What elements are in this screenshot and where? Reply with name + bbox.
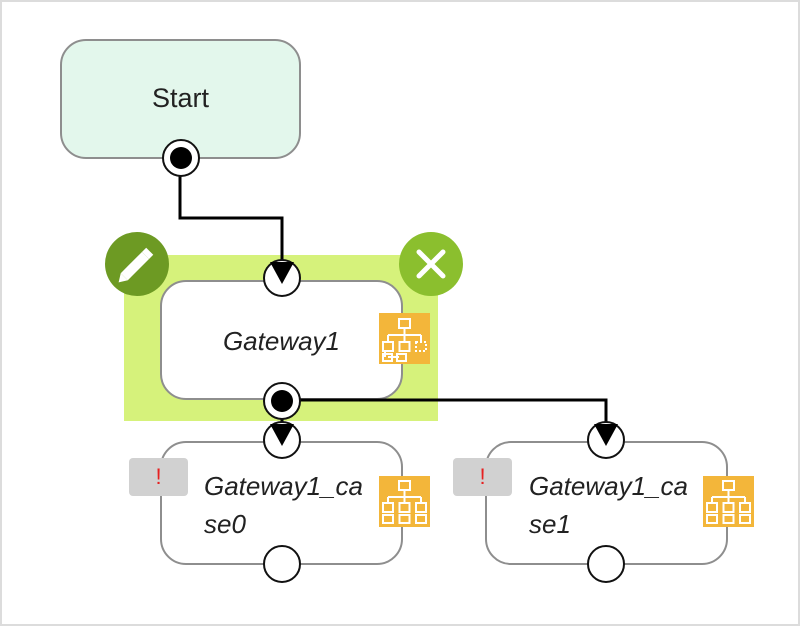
gateway1-case1-node[interactable]: Gateway1_case1 — [485, 441, 728, 565]
case0-input-port[interactable] — [263, 421, 301, 459]
case0-org-chart-icon[interactable] — [379, 476, 430, 527]
gateway1-case1-label: Gateway1_case1 — [529, 471, 688, 539]
gateway1-label: Gateway1 — [222, 326, 341, 356]
case1-org-chart-icon[interactable] — [703, 476, 754, 527]
case1-output-port[interactable] — [587, 545, 625, 583]
gateway1-case0-label: Gateway1_case0 — [204, 471, 363, 539]
case1-input-port[interactable] — [587, 421, 625, 459]
start-label: Start — [151, 83, 210, 113]
gateway1-node[interactable]: Gateway1 — [160, 280, 403, 400]
case0-warning-badge[interactable]: ! — [129, 458, 188, 496]
case1-warning-badge[interactable]: ! — [453, 458, 512, 496]
case0-output-port[interactable] — [263, 545, 301, 583]
gateway1-output-port[interactable] — [263, 382, 301, 420]
edit-node-button[interactable] — [105, 232, 169, 296]
gateway1-org-chart-icon[interactable] — [379, 313, 430, 364]
start-output-port[interactable] — [162, 139, 200, 177]
delete-node-button[interactable] — [399, 232, 463, 296]
pencil-icon — [118, 247, 154, 283]
close-icon — [416, 249, 446, 279]
gateway1-input-port[interactable] — [263, 259, 301, 297]
